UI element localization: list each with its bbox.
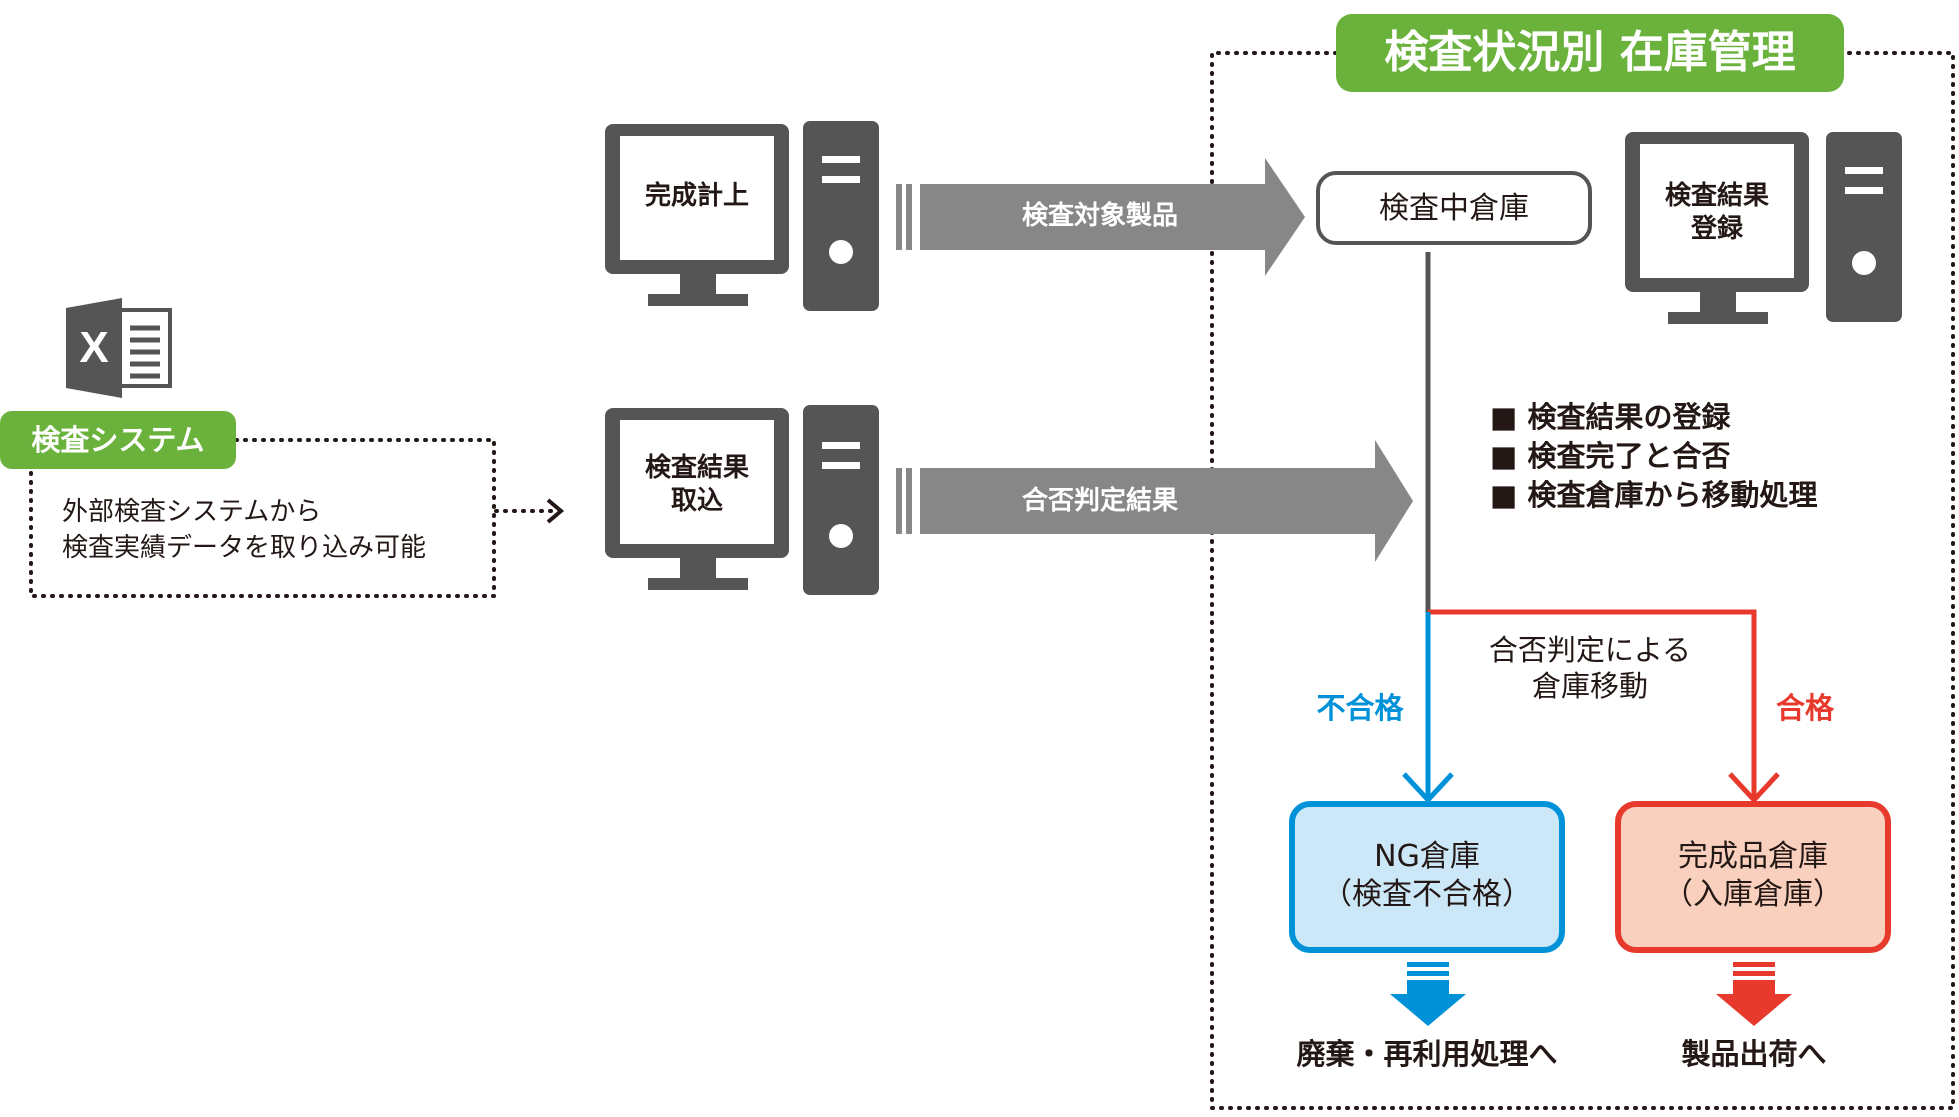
results-arrow-label: 合否判定結果 bbox=[1021, 486, 1178, 516]
completion-pc-label: 完成計上 bbox=[644, 181, 749, 211]
page-title: 検査状況別 在庫管理 bbox=[1336, 14, 1844, 92]
excel-icon: X bbox=[66, 298, 172, 398]
inspection-system-description: 外部検査システムから 検査実績データを取り込み可能 bbox=[62, 494, 426, 566]
products-arrow bbox=[896, 158, 1305, 276]
transfer-note-line: 合否判定による bbox=[1488, 633, 1692, 667]
register-pc-label-line: 検査結果 bbox=[1664, 181, 1769, 211]
ng-warehouse-label-line: （検査不合格） bbox=[1322, 876, 1532, 912]
svg-text:X: X bbox=[79, 323, 108, 372]
results-arrow bbox=[896, 440, 1413, 562]
ng-warehouse-label-line: NG倉庫 bbox=[1374, 839, 1480, 874]
import-pc-label: 検査結果 取込 bbox=[620, 452, 774, 517]
process-list-item: ■ 検査完了と合否 bbox=[1490, 439, 1731, 473]
process-list-item: ■ 検査倉庫から移動処理 bbox=[1490, 478, 1818, 512]
down-arrow-icon bbox=[1390, 962, 1466, 1026]
management-zone-frame bbox=[1210, 51, 1955, 1110]
finished-warehouse-label-line: 完成品倉庫 bbox=[1678, 839, 1828, 874]
transfer-note-line: 倉庫移動 bbox=[1531, 669, 1648, 704]
finished-warehouse-label: 完成品倉庫 （入庫倉庫） bbox=[1618, 838, 1888, 913]
import-pc-label-line: 取込 bbox=[670, 485, 723, 516]
finished-destination-label: 製品出荷へ bbox=[1681, 1037, 1827, 1071]
fail-label: 不合格 bbox=[1316, 691, 1404, 725]
finished-warehouse-label-line: （入庫倉庫） bbox=[1663, 876, 1843, 912]
computer-icon bbox=[1625, 132, 1902, 324]
products-arrow-label: 検査対象製品 bbox=[1021, 201, 1178, 231]
description-line: 外部検査システムから bbox=[62, 497, 322, 527]
transfer-note: 合否判定による 倉庫移動 bbox=[1440, 632, 1740, 705]
ng-destination-label: 廃棄・再利用処理へ bbox=[1296, 1037, 1558, 1071]
finished-warehouse-box bbox=[1615, 801, 1891, 953]
pass-label: 合格 bbox=[1775, 691, 1834, 725]
inspection-warehouse-label: 検査中倉庫 bbox=[1379, 191, 1529, 226]
ng-warehouse-box bbox=[1289, 801, 1565, 953]
process-list: ■ 検査結果の登録 ■ 検査完了と合否 ■ 検査倉庫から移動処理 bbox=[1490, 398, 1818, 515]
inspection-warehouse-box bbox=[1316, 171, 1592, 245]
ng-warehouse-label: NG倉庫 （検査不合格） bbox=[1292, 838, 1562, 913]
down-arrow-icon bbox=[1716, 962, 1792, 1026]
description-line: 検査実績データを取り込み可能 bbox=[62, 533, 427, 563]
import-pc-label-line: 検査結果 bbox=[644, 453, 749, 483]
computer-icon bbox=[605, 405, 879, 595]
inspection-system-callout-box bbox=[29, 438, 496, 598]
inspection-system-badge: 検査システム bbox=[0, 411, 236, 469]
register-pc-label-line: 登録 bbox=[1690, 213, 1743, 244]
computer-icon bbox=[605, 121, 879, 311]
dotted-arrow-icon bbox=[494, 498, 565, 524]
process-list-item: ■ 検査結果の登録 bbox=[1490, 400, 1731, 434]
register-pc-label: 検査結果 登録 bbox=[1640, 180, 1794, 245]
pass-branch-arrow bbox=[1428, 609, 1780, 804]
fail-branch-arrow bbox=[1402, 612, 1454, 804]
